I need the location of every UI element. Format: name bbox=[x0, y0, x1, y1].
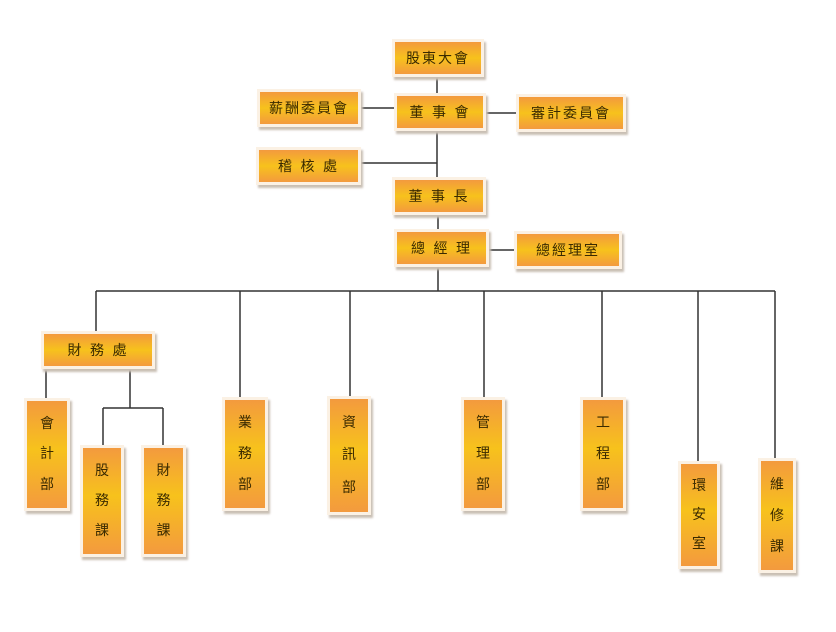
node-board: 董 事 會 bbox=[394, 93, 486, 131]
node-shareholders: 股東大會 bbox=[392, 39, 484, 77]
label-char: 業 bbox=[238, 415, 252, 432]
node-stock-affairs: 股務課 bbox=[80, 445, 124, 557]
label-char: 修 bbox=[770, 507, 784, 524]
node-engineering: 工程部 bbox=[580, 397, 626, 511]
label-char: 部 bbox=[40, 476, 54, 493]
node-gm-office: 總經理室 bbox=[514, 231, 622, 269]
label-char: 務 bbox=[95, 493, 109, 509]
label-char: 財 bbox=[156, 463, 171, 479]
node-maintenance: 維修課 bbox=[758, 458, 796, 573]
node-ehs: 環安室 bbox=[678, 461, 720, 569]
node-internal-audit: 稽 核 處 bbox=[256, 147, 361, 185]
label-char: 會 bbox=[40, 416, 54, 433]
node-remuneration-committee: 薪酬委員會 bbox=[257, 89, 361, 127]
label-char: 安 bbox=[692, 506, 706, 523]
node-chairman: 董 事 長 bbox=[392, 177, 486, 215]
label-char: 部 bbox=[596, 476, 610, 493]
label-char: 課 bbox=[156, 523, 171, 539]
node-accounting: 會計部 bbox=[24, 398, 70, 511]
node-finance-division: 財 務 處 bbox=[41, 331, 155, 369]
label-char: 環 bbox=[692, 478, 706, 495]
node-administration: 管理部 bbox=[461, 397, 505, 511]
label-char: 程 bbox=[596, 445, 610, 462]
node-it: 資訊部 bbox=[327, 396, 371, 515]
label-char: 理 bbox=[476, 445, 490, 462]
label-char: 課 bbox=[95, 523, 109, 539]
label-char: 務 bbox=[238, 445, 252, 462]
label-char: 工 bbox=[596, 415, 610, 432]
label-char: 訊 bbox=[342, 447, 356, 464]
label-char: 室 bbox=[692, 535, 706, 552]
label-char: 部 bbox=[342, 479, 356, 496]
label-char: 部 bbox=[238, 476, 252, 493]
label-char: 課 bbox=[770, 538, 784, 555]
node-sales: 業務部 bbox=[222, 397, 268, 511]
label-char: 部 bbox=[476, 476, 490, 493]
node-finance-section: 財務課 bbox=[141, 445, 186, 557]
node-audit-committee: 審計委員會 bbox=[516, 94, 626, 132]
label-char: 維 bbox=[770, 476, 784, 493]
label-char: 管 bbox=[476, 415, 490, 432]
label-char: 務 bbox=[156, 493, 171, 509]
node-general-manager: 總 經 理 bbox=[394, 229, 489, 267]
label-char: 資 bbox=[342, 415, 356, 432]
label-char: 計 bbox=[40, 446, 54, 463]
label-char: 股 bbox=[95, 463, 109, 479]
